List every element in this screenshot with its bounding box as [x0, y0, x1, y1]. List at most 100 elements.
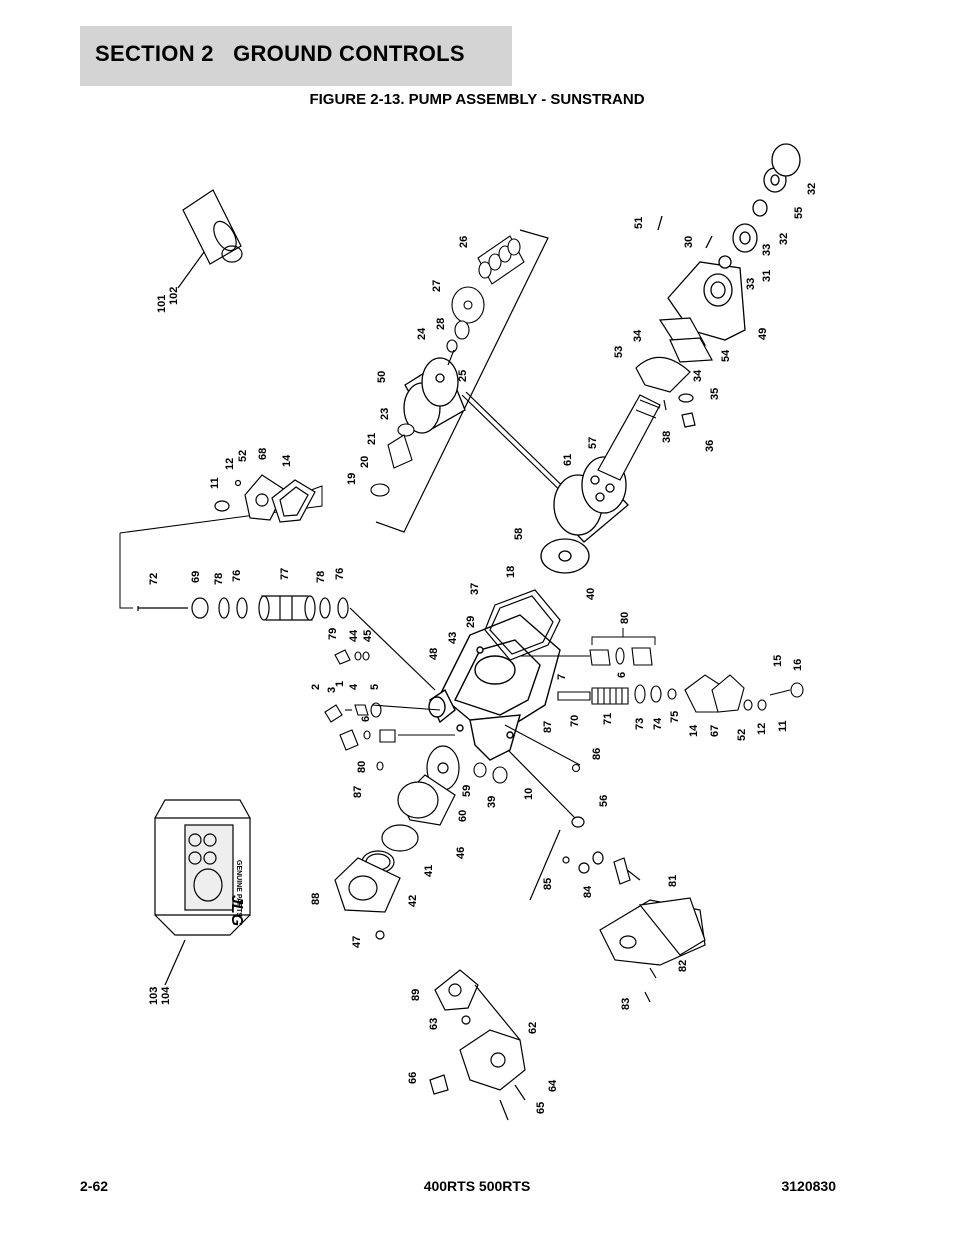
callout-label: 68 — [257, 448, 269, 460]
callout-label: 18 — [505, 566, 517, 578]
callout-label: 56 — [598, 795, 610, 807]
callout-label: 104 — [160, 986, 172, 1005]
callout-label: 59 — [461, 785, 473, 797]
charge-filter-parts — [507, 749, 706, 1003]
figure-title: FIGURE 2-13. PUMP ASSEMBLY - SUNSTRAND — [309, 91, 645, 108]
valve-parts-left — [324, 649, 455, 771]
callout-label: 2 — [310, 684, 322, 690]
callout-label: 67 — [709, 725, 721, 737]
callout-label: 83 — [620, 998, 632, 1010]
callout-label: 33 — [761, 244, 773, 256]
callout-label: 52 — [736, 729, 748, 741]
callout-label: 43 — [447, 632, 459, 644]
callout-label: 82 — [677, 960, 689, 972]
callout-label: 71 — [602, 713, 614, 725]
callout-label: 72 — [148, 573, 160, 585]
callout-label: 32 — [806, 183, 818, 195]
callout-label: 46 — [455, 847, 467, 859]
end-cap-parts-left — [214, 474, 316, 523]
callout-label: 50 — [376, 371, 388, 383]
callout-label: 64 — [547, 1079, 559, 1092]
callout-label: 65 — [535, 1102, 547, 1114]
callout-label: 19 — [346, 473, 358, 485]
callout-label: 76 — [231, 570, 243, 582]
piston-parts — [370, 235, 525, 497]
callout-label: 48 — [428, 648, 440, 660]
section-header-band — [80, 26, 512, 86]
callout-label: 34 — [632, 329, 644, 342]
callout-label: 103 — [148, 987, 160, 1005]
callout-bracket-80 — [591, 628, 656, 645]
callout-label: 49 — [757, 328, 769, 340]
callout-label: 57 — [587, 437, 599, 449]
callout-label: 69 — [190, 571, 202, 583]
callout-label: 6 — [616, 672, 628, 678]
callout-label: 102 — [168, 287, 180, 305]
callout-label: 32 — [778, 233, 790, 245]
callout-label: 80 — [619, 612, 631, 624]
callout-label: 12 — [756, 723, 768, 735]
callout-label: 11 — [209, 477, 221, 489]
callout-label: 53 — [613, 346, 625, 358]
auxiliary-pump-parts — [429, 969, 526, 1121]
callout-label: 45 — [362, 630, 374, 642]
callout-label: 42 — [407, 895, 419, 907]
callout-label: 54 — [720, 349, 732, 362]
callout-label: 24 — [416, 327, 428, 340]
callout-label: 47 — [351, 936, 363, 948]
callout-label: 14 — [688, 724, 700, 737]
callout-label: 6 — [360, 716, 372, 722]
callout-label: 77 — [279, 568, 291, 580]
callout-label: 28 — [435, 318, 447, 330]
callout-label: 101 — [156, 295, 168, 313]
main-pump-housing — [428, 614, 561, 761]
callout-label: 1 — [334, 681, 346, 687]
callout-label: 60 — [457, 810, 469, 822]
callout-label: 80 — [356, 761, 368, 773]
callout-label: 7 — [556, 674, 568, 680]
callout-label: 12 — [224, 458, 236, 470]
callout-label: 78 — [315, 571, 327, 583]
fitting-parts — [473, 724, 581, 784]
callout-label: 31 — [761, 270, 773, 282]
callout-label: 5 — [369, 684, 381, 690]
callout-label: 88 — [310, 893, 322, 905]
callout-labels: 1 2 3 4 5 6 6 7 10 11 11 12 12 14 14 15 … — [148, 183, 818, 1114]
kit-box-lettering: GENUINE PARTS JLG — [228, 860, 245, 926]
footer-doc-number: 3120830 — [781, 1178, 836, 1194]
callout-label: 51 — [633, 217, 645, 229]
callout-label: 85 — [542, 878, 554, 890]
callout-label: 14 — [281, 454, 293, 467]
lower-left-parts — [334, 745, 460, 940]
callout-label: 89 — [410, 989, 422, 1001]
seal-kit-part — [177, 189, 243, 289]
callout-label: 66 — [407, 1072, 419, 1084]
footer-page-number: 2-62 — [80, 1178, 109, 1194]
callout-label: 79 — [327, 628, 339, 640]
callout-label: 41 — [423, 865, 435, 877]
callout-label: 63 — [428, 1018, 440, 1030]
callout-label: 21 — [366, 433, 378, 445]
callout-label: 52 — [237, 450, 249, 462]
callout-label: 4 — [348, 683, 360, 690]
cylinder-block-parts — [403, 357, 629, 574]
callout-label: 38 — [661, 431, 673, 443]
section-title: SECTION 2 GROUND CONTROLS — [95, 41, 465, 66]
callout-label: 15 — [772, 655, 784, 667]
callout-label: 44 — [348, 629, 360, 642]
callout-label: 29 — [465, 616, 477, 628]
callout-label: 70 — [569, 715, 581, 727]
callout-label: 86 — [591, 748, 603, 760]
footer-models: 400RTS 500RTS — [423, 1178, 531, 1194]
callout-label: 26 — [458, 236, 470, 248]
callout-label: 27 — [431, 280, 443, 292]
spool-assembly-parts — [137, 595, 436, 691]
callout-label: 34 — [692, 369, 704, 382]
callout-label: 35 — [709, 388, 721, 400]
gasket-part — [484, 589, 561, 661]
callout-label: 87 — [352, 786, 364, 798]
valve-parts-right — [520, 647, 804, 713]
callout-label: 33 — [745, 278, 757, 290]
callout-label: 76 — [334, 568, 346, 580]
